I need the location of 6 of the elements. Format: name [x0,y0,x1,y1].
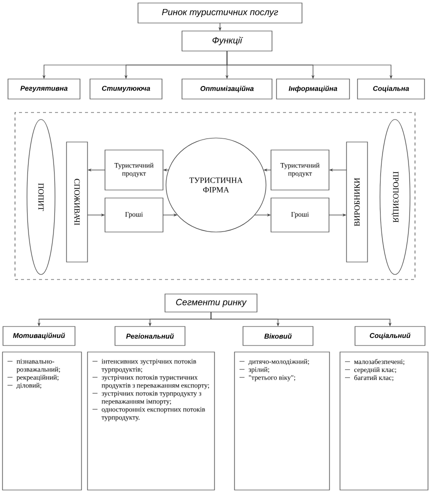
heading-box: Сегменти ринку [164,294,258,312]
process-box: ВИРОБНИКИ [346,142,368,262]
heading-box: Ринок туристичних послуг [138,2,302,24]
heading-box: Функції [182,30,272,52]
process-box: СПОЖИВАЧІ [66,142,88,262]
dashed-frame [14,112,416,280]
